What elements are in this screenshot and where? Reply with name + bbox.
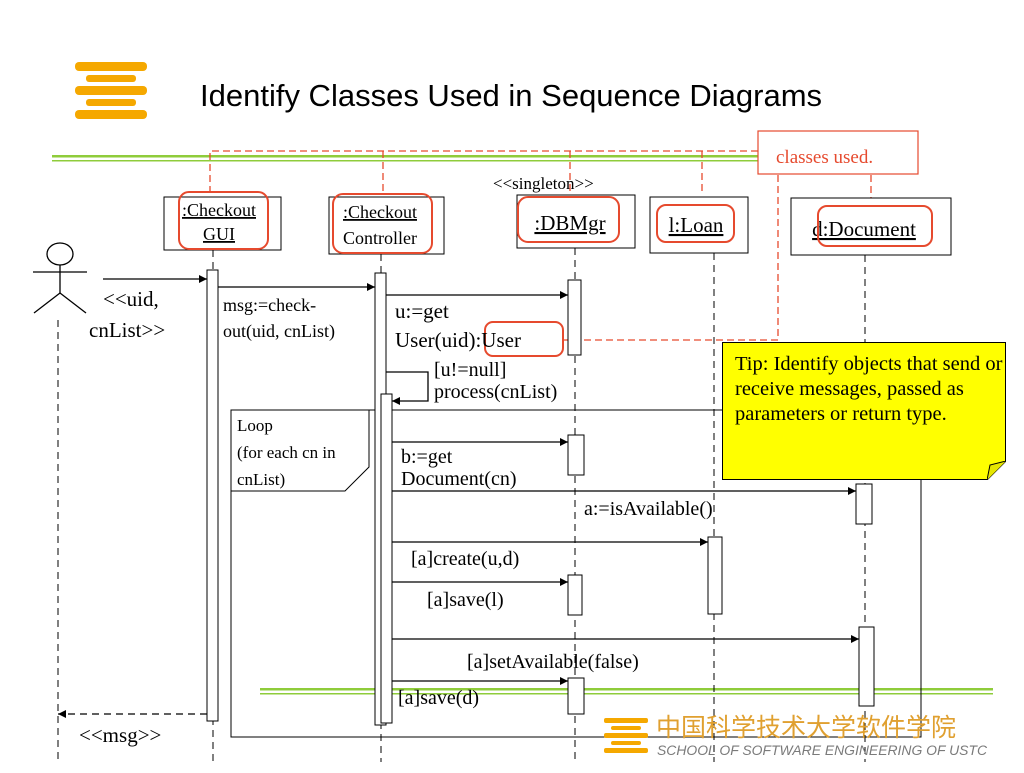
lifeline-label-line: d:Document — [812, 217, 916, 241]
message-label: User(uid):User — [395, 328, 521, 352]
accent-line-top — [52, 155, 760, 162]
tip-text: Tip: Identify objects that send or recei… — [735, 353, 1003, 425]
loop-label: Loop — [237, 416, 273, 435]
callout-connectors — [209, 150, 872, 341]
message-label: [a]save(d) — [398, 687, 479, 709]
message-label: u:=get — [395, 299, 449, 323]
lifeline-checkout-gui: :Checkout GUI — [163, 196, 282, 251]
message-label: b:=get — [401, 446, 453, 468]
message-label: msg:=check- — [223, 295, 316, 315]
lifeline-loan: l:Loan — [649, 196, 749, 254]
message-label: <<msg>> — [79, 723, 161, 747]
loop-label: cnList) — [237, 470, 285, 489]
note-fold-icon — [987, 461, 1006, 480]
lifeline-label-line: GUI — [203, 224, 235, 244]
message-label: [a]create(u,d) — [411, 548, 519, 570]
actor-icon — [33, 242, 87, 314]
message-label: cnList>> — [89, 318, 165, 342]
lifeline-dashes — [57, 248, 866, 762]
lifeline-label-line: :DBMgr — [534, 211, 605, 235]
slide-title: Identify Classes Used in Sequence Diagra… — [200, 78, 823, 113]
tip-note — [722, 342, 1006, 480]
accent-line-bottom — [260, 688, 993, 695]
footer-school-cn: 中国科学技术大学软件学院 — [656, 713, 956, 742]
message-label: process(cnList) — [434, 381, 557, 403]
lifeline-label-line: :Checkout — [343, 202, 417, 222]
activation-bars — [206, 269, 875, 726]
callout-box: classes used. — [757, 130, 919, 175]
highlight-boxes — [178, 191, 933, 357]
ustc-logo-icon — [75, 62, 147, 119]
footer-school-en: SCHOOL OF SOFTWARE ENGINEERING OF USTC — [657, 743, 987, 758]
message-arrows — [58, 275, 859, 718]
stereotype-label: <<singleton>> — [493, 174, 594, 193]
message-label: [a]setAvailable(false) — [467, 651, 639, 673]
lifeline-checkout-controller: :Checkout Controller — [328, 196, 445, 255]
loop-fragment: Loop (for each cn in cnList) — [230, 409, 922, 738]
callout-text: classes used. — [776, 147, 873, 168]
message-label: Document(cn) — [401, 468, 517, 490]
loop-label: (for each cn in — [237, 443, 336, 462]
lifeline-label-line: Controller — [343, 228, 417, 248]
lifeline-label-line: l:Loan — [669, 213, 724, 237]
message-label: [a]save(l) — [427, 589, 504, 611]
footer-logo-icon — [604, 718, 648, 753]
message-label: a:=isAvailable() — [584, 498, 713, 520]
message-label: <<uid, — [103, 287, 159, 311]
message-label: [u!=null] — [434, 359, 506, 381]
message-label: out(uid, cnList) — [223, 321, 335, 342]
lifeline-label-line: :Checkout — [182, 200, 256, 220]
